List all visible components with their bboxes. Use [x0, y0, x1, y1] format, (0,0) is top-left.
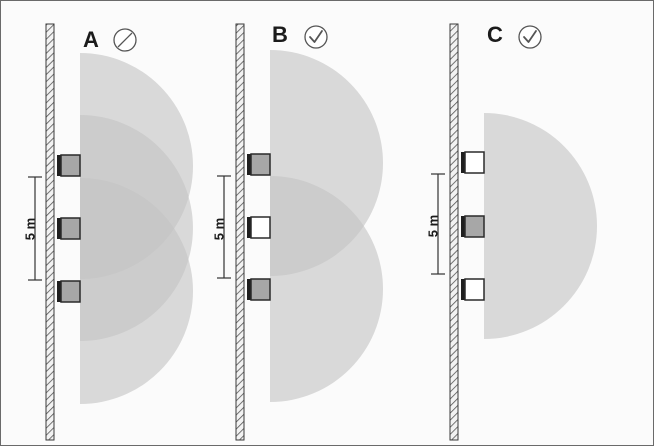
sensor: [461, 151, 485, 174]
panel-label: A: [83, 27, 99, 52]
sensor: [247, 216, 271, 239]
sensor: [247, 278, 271, 301]
checkmark-icon: [304, 25, 328, 49]
wall: [449, 23, 459, 441]
sensor: [461, 278, 485, 301]
sensor: [57, 154, 81, 177]
distance-dimension: [28, 176, 42, 281]
coverage-areas: [484, 113, 597, 339]
sensor: [57, 217, 81, 240]
sensor: [57, 280, 81, 303]
panel-label: B: [272, 22, 288, 47]
prohibited-icon: [113, 28, 137, 52]
coverage-areas: [80, 53, 193, 404]
distance-dimension: [431, 173, 445, 275]
sensor: [247, 153, 271, 176]
panel-label: C: [487, 22, 503, 47]
panel-a: 5 m A: [23, 23, 193, 441]
checkmark-icon: [518, 25, 542, 49]
coverage-area: [80, 178, 193, 404]
distance-dimension: [217, 175, 231, 279]
coverage-area: [484, 113, 597, 339]
wall: [45, 23, 55, 441]
distance-label: 5 m: [426, 215, 441, 237]
wall: [235, 23, 245, 441]
coverage-area: [270, 176, 383, 402]
sensor: [461, 215, 485, 238]
panel-b: 5 m B: [212, 22, 383, 441]
distance-label: 5 m: [212, 218, 227, 240]
coverage-areas: [270, 50, 383, 402]
distance-label: 5 m: [23, 218, 38, 240]
panel-c: 5 m C: [426, 22, 597, 441]
